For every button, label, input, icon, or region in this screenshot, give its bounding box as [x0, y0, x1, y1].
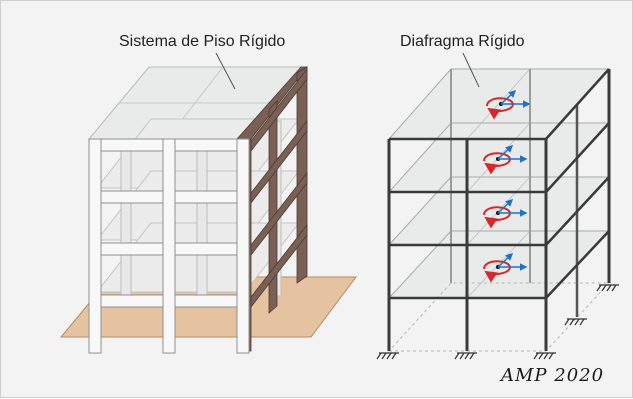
support-4: [596, 284, 619, 292]
support-3: [533, 352, 556, 360]
fixed-supports: [376, 284, 619, 360]
support-2: [454, 352, 477, 360]
front-frame: [88, 138, 250, 354]
dof-level-2: [483, 198, 528, 229]
support-1: [376, 352, 399, 360]
dof-level-1: [483, 252, 528, 283]
author-signature: AMP 2020: [501, 365, 605, 386]
dof-level-3: [483, 144, 528, 175]
rigid-diaphragm-label: Diafragma Rígido: [400, 33, 525, 50]
rigid-diaphragm-building: [376, 68, 619, 360]
support-5: [564, 318, 587, 326]
rigid-floor-system-label: Sistema de Piso Rígido: [119, 33, 286, 50]
rigid-floor-building: [59, 66, 357, 354]
ground-outline: [387, 282, 611, 352]
dof-icons: [483, 89, 531, 283]
dof-level-4: [486, 89, 531, 120]
pointer-line-left: [215, 52, 236, 90]
pointer-line-right: [462, 52, 480, 88]
